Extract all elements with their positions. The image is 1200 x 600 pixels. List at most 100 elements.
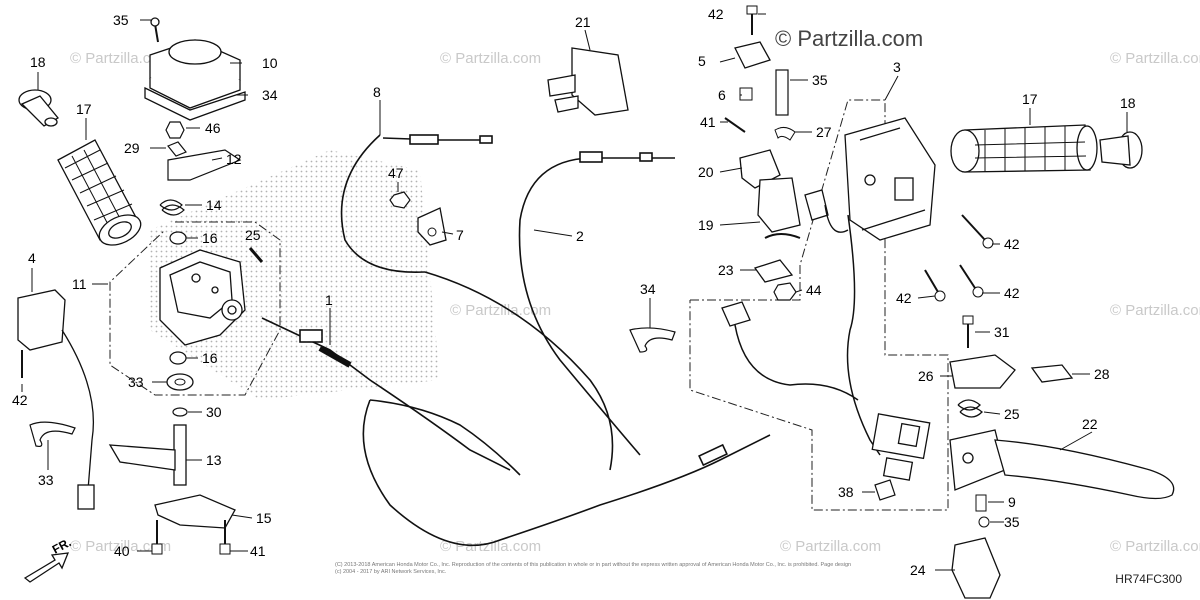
part-24-bracket (951, 537, 1001, 599)
part-2-cable (424, 151, 675, 471)
callout: 19 (698, 217, 714, 233)
callout: 25 (245, 227, 261, 243)
part-19-switch (757, 177, 801, 233)
watermark-faint: © Partzilla.com (440, 538, 542, 555)
part-29-pin (248, 247, 264, 263)
front-direction-label: FR. (50, 535, 74, 556)
callout: 12 (226, 151, 242, 167)
callout: 33 (38, 472, 54, 488)
part-18-left (18, 89, 59, 127)
part-9-pin (975, 494, 987, 512)
callout: 42 (896, 290, 912, 306)
callout: 28 (1094, 366, 1110, 382)
diagram-code: HR74FC300 (1115, 572, 1182, 586)
callout: 41 (700, 114, 716, 130)
callout: 22 (1082, 416, 1098, 432)
callout: 14 (206, 197, 222, 213)
part-11-throttle-body (159, 249, 246, 346)
part-10-housing-cover (144, 39, 246, 121)
part-16-upper (169, 231, 187, 245)
part-26-holder (949, 354, 1016, 389)
part-47-nut (389, 191, 411, 209)
callout: 42 (708, 6, 724, 22)
callout: 7 (456, 227, 464, 243)
part-16-lower (169, 351, 187, 365)
callout: 15 (256, 510, 272, 526)
callout: 42 (1004, 236, 1020, 252)
callout: 33 (128, 374, 144, 390)
part-22-brake-lever (949, 429, 1175, 500)
part-23-plate (753, 259, 794, 283)
callout: 35 (113, 12, 129, 28)
callout: 35 (1004, 514, 1020, 530)
part-42-screw-c (959, 264, 976, 289)
callout: 11 (72, 276, 87, 292)
callout: 10 (262, 55, 278, 71)
part-21-cover (547, 47, 629, 116)
part-17-right-grip (950, 124, 1098, 173)
callout: 9 (1008, 494, 1016, 510)
part-32-clip (167, 141, 187, 157)
callout: 21 (575, 14, 591, 30)
callout: 29 (124, 140, 140, 156)
callout: 5 (698, 53, 706, 69)
dotted-shading (150, 150, 440, 400)
callout: 13 (206, 452, 222, 468)
watermark-faint: © Partzilla.com (70, 50, 172, 67)
callout: 8 (373, 84, 381, 100)
callout: 1 (325, 292, 333, 308)
part-41-screw (724, 117, 746, 133)
part-3-switch-assembly (721, 117, 936, 481)
part-6-cap (739, 87, 753, 101)
callout: 16 (202, 350, 218, 366)
part-8-cable (340, 134, 493, 274)
callout: 40 (114, 543, 130, 559)
callout: 46 (205, 120, 221, 136)
callout: 42 (12, 392, 28, 408)
callout-numbers: 35 10 34 46 29 12 14 16 25 16 33 30 13 1… (12, 6, 1136, 578)
callout: 23 (718, 262, 734, 278)
watermark-faint: © Partzilla.com (1110, 538, 1200, 555)
part-42-screw-a (961, 214, 986, 241)
part-7-bracket (417, 207, 447, 246)
callout: 34 (262, 87, 278, 103)
leader-lines (21, 13, 1128, 571)
callout: 44 (806, 282, 822, 298)
callout: 27 (816, 124, 832, 140)
callout: 4 (28, 250, 36, 266)
callout: 3 (893, 59, 901, 75)
callout: 35 (812, 72, 828, 88)
part-34-left-clamp (29, 421, 76, 447)
part-12-plate (167, 149, 242, 181)
callout: 26 (918, 368, 934, 384)
part-5-relay (734, 41, 771, 69)
part-1-cable (261, 317, 771, 547)
callout: 34 (640, 281, 656, 297)
callout: 31 (994, 324, 1010, 340)
part-33-washer (172, 407, 188, 417)
watermark-faint: © Partzilla.com (450, 302, 552, 319)
watermark-faint: © Partzilla.com (440, 50, 542, 67)
part-4-switch (17, 289, 95, 510)
group-border-11 (109, 221, 281, 396)
callout: 17 (76, 101, 92, 117)
part-38-clip (874, 479, 896, 501)
watermark-faint: © Partzilla.com (780, 538, 882, 555)
part-46-nut (165, 121, 185, 139)
part-34-right-clamp (629, 327, 676, 353)
callout: 6 (718, 87, 726, 103)
watermark-main: © Partzilla.com (775, 26, 924, 51)
callout: 41 (250, 543, 266, 559)
part-25-spring (957, 399, 983, 418)
copyright-notice: (C) 2013-2018 American Honda Motor Co., … (335, 562, 852, 575)
callout: 17 (1022, 91, 1038, 107)
part-35-oring (978, 516, 990, 528)
part-27-clip (774, 126, 796, 141)
part-45-nut (773, 282, 797, 301)
callout: 18 (30, 54, 46, 70)
watermark-faint: © Partzilla.com (1110, 50, 1200, 67)
callout: 24 (910, 562, 926, 578)
callout: 25 (1004, 406, 1020, 422)
part-17-left-grip (57, 139, 142, 246)
